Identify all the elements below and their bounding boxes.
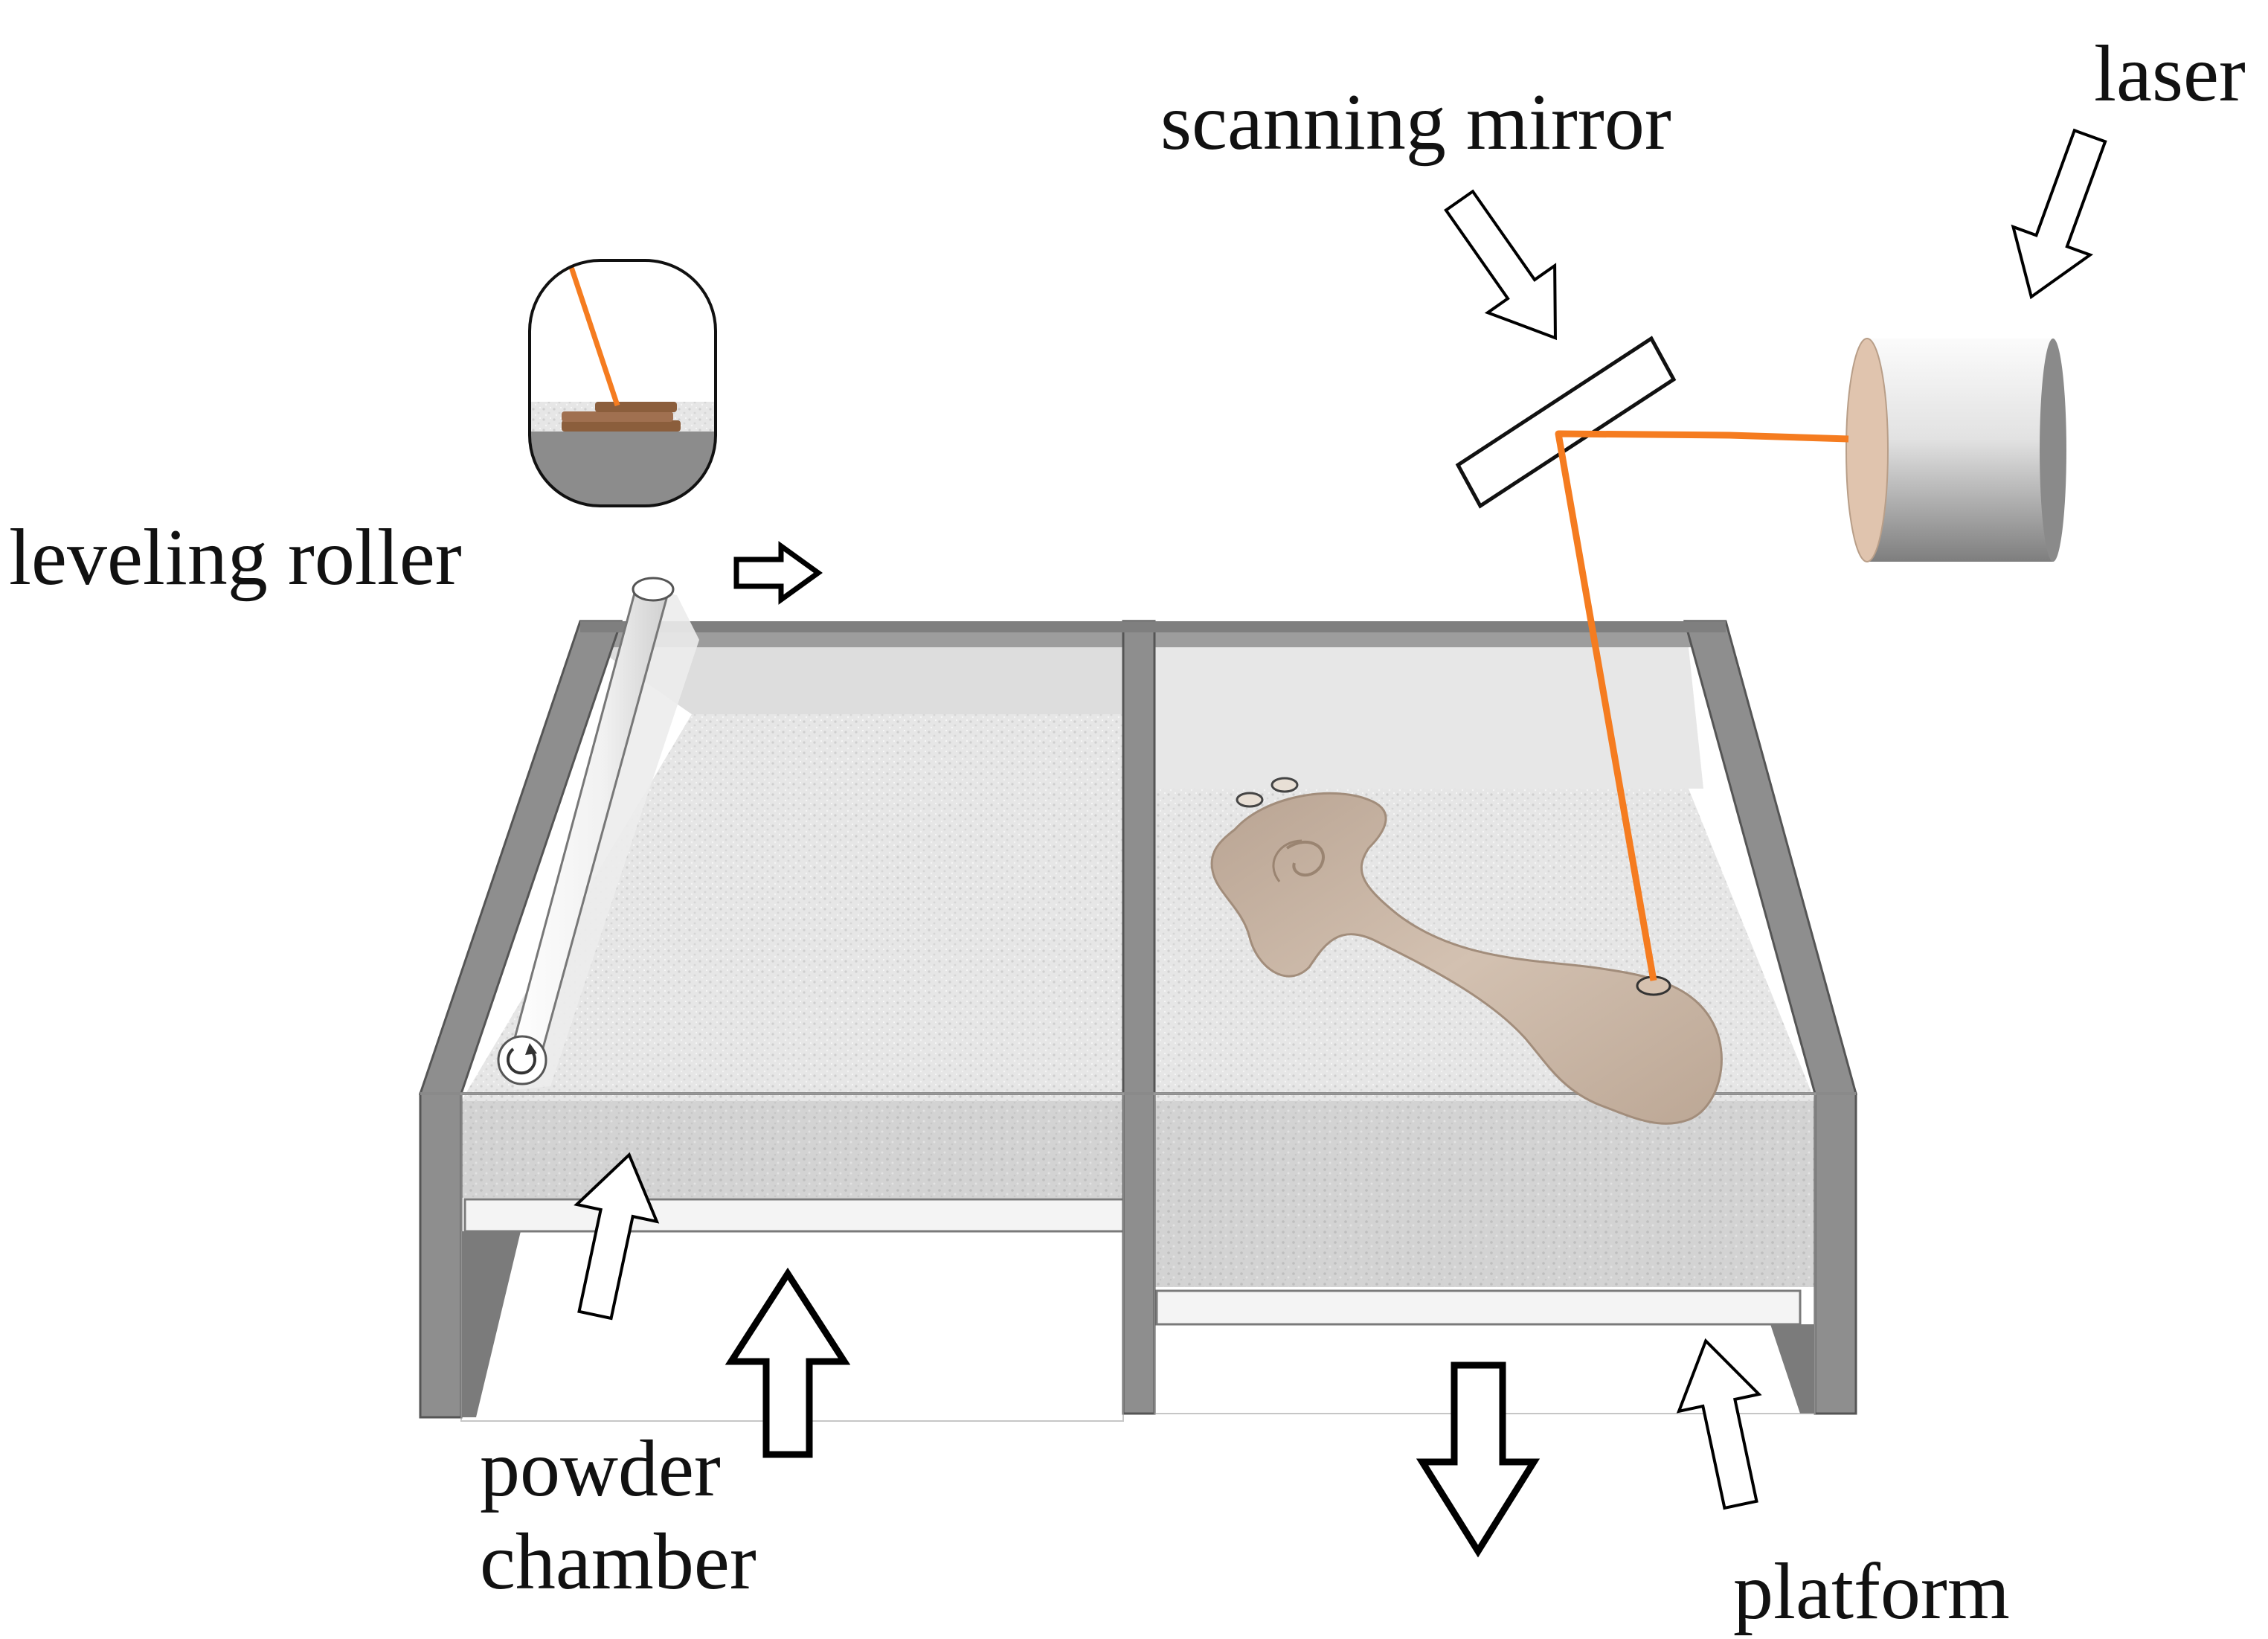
label-platform: platform xyxy=(1733,1547,2010,1636)
label-powder: powder xyxy=(480,1425,721,1513)
platform-pointer-arrow xyxy=(1676,1338,1762,1510)
laser-pointer-arrow xyxy=(2011,128,2107,300)
powder-pointer-arrow xyxy=(574,1152,660,1321)
label-leveling-roller: leveling roller xyxy=(9,513,462,602)
build-platform-plate xyxy=(1155,1289,1802,1326)
scanning-mirror xyxy=(1455,336,1677,509)
laser-beam xyxy=(1555,430,1849,981)
label-scanning-mirror: scanning mirror xyxy=(1160,78,1671,167)
label-chamber: chamber xyxy=(480,1518,756,1606)
divider-wall xyxy=(1122,620,1156,1415)
layer-sintering-inset xyxy=(528,259,717,507)
roller-direction-arrow xyxy=(733,541,823,605)
mirror-pointer-arrow xyxy=(1444,189,1557,341)
label-laser: laser xyxy=(2094,30,2246,118)
platform-down-arrow xyxy=(1416,1361,1541,1558)
roller-rotation-icon xyxy=(497,1035,547,1085)
laser-aperture xyxy=(1845,338,1889,562)
laser-source xyxy=(1845,338,2066,562)
leveling-roller xyxy=(497,577,699,1090)
powder-chamber-plate xyxy=(463,1198,1125,1233)
powder-chamber-up-arrow xyxy=(725,1267,851,1458)
powder-chamber-surface xyxy=(461,714,1123,1101)
